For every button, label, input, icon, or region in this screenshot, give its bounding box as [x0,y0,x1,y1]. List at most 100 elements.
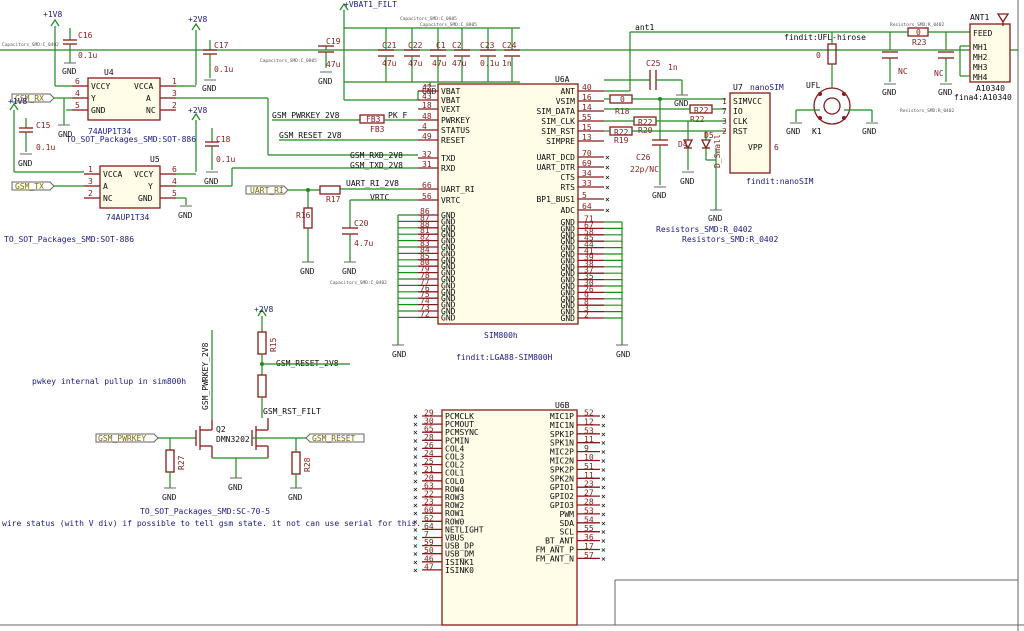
pin-number: 11 [584,435,594,444]
pin-number: 3 [584,304,589,313]
pin-number: 30 [424,417,434,426]
pin-name: GND [441,230,456,239]
svg-text:DMN3202: DMN3202 [216,435,250,444]
pin-name: STATUS [441,126,470,135]
pin-name: GND [561,263,576,272]
pin-number: 55 [584,524,594,533]
capacitor-c24: C24 1n [502,28,520,82]
svg-text:C17: C17 [214,41,229,50]
no-connect-mark: × [413,420,418,429]
svg-text:PK_F: PK_F [388,111,407,120]
pin-name: VEXT [441,105,460,114]
svg-text:Q2: Q2 [216,425,226,434]
pin-number: 21 [424,465,434,474]
svg-text:D4: D4 [678,140,688,149]
svg-text:Capacitors_SMD:C_0402: Capacitors_SMD:C_0402 [330,280,387,286]
resistor-r20: R22 R20 [633,116,657,135]
svg-text:findit:nanoSIM: findit:nanoSIM [746,177,814,186]
svg-text:C2: C2 [452,41,462,50]
resistor-r28: R28 GND [288,451,312,502]
svg-text:VCCY: VCCY [91,82,110,91]
no-connect-mark: × [601,430,606,439]
resistor-r21-ufl: 0 [816,32,837,70]
svg-text:Capacitors_SMD:C_0805: Capacitors_SMD:C_0805 [260,58,317,64]
pin-name: ROW3 [445,493,464,502]
pin-name: RESET [441,136,465,145]
ic-u5: U5 VCCA VCCY A Y NC GND 1 6 3 4 2 5 74AU… [84,155,177,222]
capacitor-c16: C16 0.1u [63,28,97,60]
pin-number: 71 [584,215,594,224]
u6a-right-pins: 40ANT16VSIM14SIM_DATA55SIM_CLK15SIM_RST1… [536,83,610,215]
pin-name: GND [441,256,456,265]
svg-text:47u: 47u [452,59,467,68]
no-connect-mark: × [413,444,418,453]
footprint-u5: TO_SOT_Packages_SMD:SOT-886 [4,235,134,244]
svg-text:MH1: MH1 [973,43,988,52]
svg-text:+1V8: +1V8 [8,97,27,106]
capacitor-c25: C25 1n GND [604,59,689,108]
net-label-2v8: +2V8 [188,15,207,24]
pin-name: GND [441,301,456,310]
no-connect-mark: × [601,537,606,546]
no-connect-mark: × [601,528,606,537]
pin-number: 58 [584,227,594,236]
svg-text:C15: C15 [36,121,51,130]
pin-name: SIM_DATA [536,107,575,116]
u6a-body [437,83,579,325]
svg-text:GSM_TX: GSM_TX [15,182,44,191]
no-connect-mark: × [413,461,418,470]
pin-number: 27 [584,489,594,498]
svg-text:R22: R22 [614,128,629,137]
svg-text:NC: NC [146,106,156,115]
pin-number: 75 [420,290,430,299]
global-label-gsm-pwrkey: GSM_PWRKEY [95,433,196,443]
svg-text:SIMVCC: SIMVCC [733,97,762,106]
pin-name: GND [561,256,576,265]
svg-text:3: 3 [722,117,727,126]
pin-name: COL3 [445,453,464,462]
svg-text:MH2: MH2 [973,53,988,62]
pin-number: 40 [582,83,592,92]
net-vrtc: VRTC [370,193,389,202]
svg-text:GND: GND [318,77,333,86]
svg-text:Y: Y [91,94,96,103]
no-connect-mark: × [601,412,606,421]
svg-text:C22: C22 [408,41,423,50]
footprint-u4: TO_SOT_Packages_SMD:SOT-886 [66,135,196,144]
pin-name: GND [441,249,456,258]
svg-text:0: 0 [816,51,821,60]
pin-number: 35 [584,272,594,281]
value-u4: 74AUP1T34 [88,127,132,136]
pin-number: 76 [420,284,430,293]
pin-name: SDA [560,519,575,528]
pin-number: 56 [422,192,432,201]
pin-name: GND [441,224,456,233]
net-ri-2v8: UART_RI_2V8 [346,179,399,188]
no-connect-mark: × [605,183,610,192]
svg-text:4: 4 [172,177,177,186]
pin-name: BT_ANT [545,537,574,546]
power-vbat-filt: +VBAT1_FILT [339,0,397,100]
power-1v8-left: +1V8 [8,97,27,172]
svg-text:A: A [103,182,108,191]
svg-text:6: 6 [774,143,779,152]
svg-text:R28: R28 [303,457,312,472]
pin-name: NETLIGHT [445,525,484,534]
pin-number: 22 [424,490,434,499]
svg-text:R22: R22 [690,115,705,124]
pin-name: FM_ANT_P [535,546,574,555]
pin-name: MIC2N [550,457,574,466]
pin-number: 86 [420,207,430,216]
svg-text:VPP: VPP [748,143,763,152]
pin-number: 31 [422,160,432,169]
svg-text:fina4:A10340: fina4:A10340 [954,93,1012,102]
no-connect-mark: × [605,153,610,162]
svg-text:Resistors_SMD:R_0402: Resistors_SMD:R_0402 [656,225,753,234]
pin-name: MIC1N [550,421,574,430]
svg-text:GND: GND [62,67,77,76]
svg-text:NC: NC [898,67,908,76]
capacitor-c28: NC GND [934,32,954,97]
svg-text:MH3: MH3 [973,63,988,72]
no-connect-mark: × [413,534,418,543]
svg-text:GND: GND [58,130,73,139]
